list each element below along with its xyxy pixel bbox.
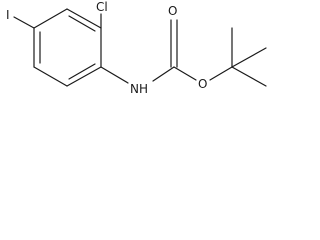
ether-oxygen-label: O bbox=[198, 77, 207, 91]
c-i-bond bbox=[13, 16, 35, 29]
o-c-bond bbox=[209, 66, 233, 81]
ring-bond bbox=[33, 8, 68, 29]
carbonyl-oxygen-label: O bbox=[168, 4, 177, 18]
tbutyl-methyl-bond bbox=[231, 66, 267, 87]
benzene-ring bbox=[33, 8, 102, 87]
iodine-label: I bbox=[6, 8, 10, 22]
ring-bond bbox=[33, 66, 68, 87]
n-c-bond bbox=[152, 66, 175, 82]
tbutyl-methyl-bond bbox=[231, 47, 267, 68]
chlorine-label: Cl bbox=[96, 0, 108, 14]
c-o-ether-bond bbox=[173, 66, 197, 81]
ring-double-bond bbox=[68, 15, 96, 32]
ring-bond bbox=[66, 8, 102, 29]
ring-bond bbox=[66, 66, 102, 87]
structure-diagram: I Cl NH O O bbox=[6, 0, 267, 96]
amine-label: NH bbox=[130, 82, 148, 96]
ring-double-bond bbox=[68, 63, 96, 80]
c-n-bond bbox=[100, 66, 129, 84]
